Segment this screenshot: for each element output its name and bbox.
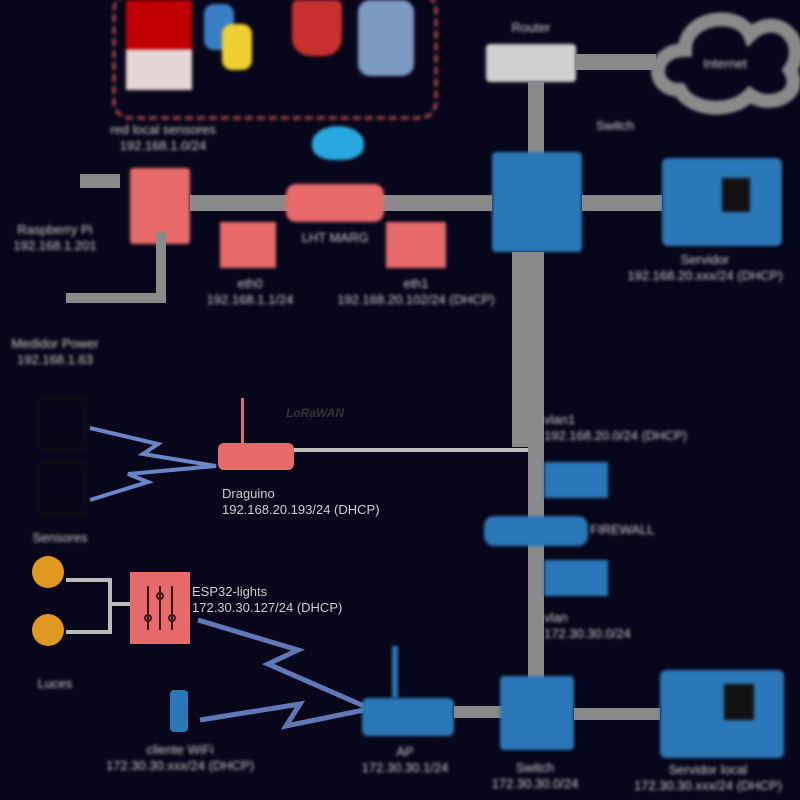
vlan-bottom-port[interactable] (544, 560, 608, 596)
eth1-port-icon (386, 222, 446, 268)
access-point[interactable] (362, 698, 454, 736)
internet-label: Internet (702, 56, 748, 71)
lightbulb-icon-1 (32, 556, 64, 588)
draguino-antenna (241, 398, 244, 444)
gateway-label: Router (511, 20, 551, 35)
sensor-icon-2 (38, 462, 86, 514)
lht-device[interactable] (286, 184, 384, 222)
lights-label: Luces (37, 676, 73, 691)
chart-app-icon (126, 0, 192, 90)
firewall-label: FIREWALL (590, 522, 655, 537)
sensors-label: Sensores (32, 530, 88, 545)
core-switch[interactable] (492, 152, 582, 252)
draguino-gateway[interactable] (218, 443, 294, 470)
esp32-controller[interactable] (130, 572, 190, 644)
lht-label: LHT MARG (301, 230, 369, 245)
switch-bottom[interactable] (500, 676, 574, 750)
software-group-frame (112, 0, 438, 120)
docker-icon (312, 126, 364, 160)
sliders-icon (144, 586, 176, 630)
wireless-link-sensors (89, 426, 217, 502)
wireless-link-esp32 (197, 617, 366, 709)
sensor-icon-1 (38, 398, 86, 450)
core-switch-label: Switch (595, 118, 635, 133)
python-icon (204, 4, 254, 70)
firewall-device[interactable] (484, 516, 588, 546)
lorawan-badge: LoRaWAN (286, 406, 344, 420)
wireless-link-client (199, 700, 365, 730)
ap-antenna (392, 646, 398, 698)
workstation-top[interactable] (662, 158, 782, 246)
ruby-gem-icon (292, 0, 342, 56)
eth0-port-icon (220, 222, 276, 268)
internet-cloud-icon (651, 12, 800, 115)
phone-icon (170, 690, 188, 732)
workstation-bottom[interactable] (660, 670, 784, 758)
lightbulb-icon-2 (32, 614, 64, 646)
sensor-host-node[interactable] (130, 168, 190, 244)
gateway-router[interactable] (486, 44, 576, 82)
vlan-top-port[interactable] (544, 462, 608, 498)
storage-icon (358, 0, 414, 76)
